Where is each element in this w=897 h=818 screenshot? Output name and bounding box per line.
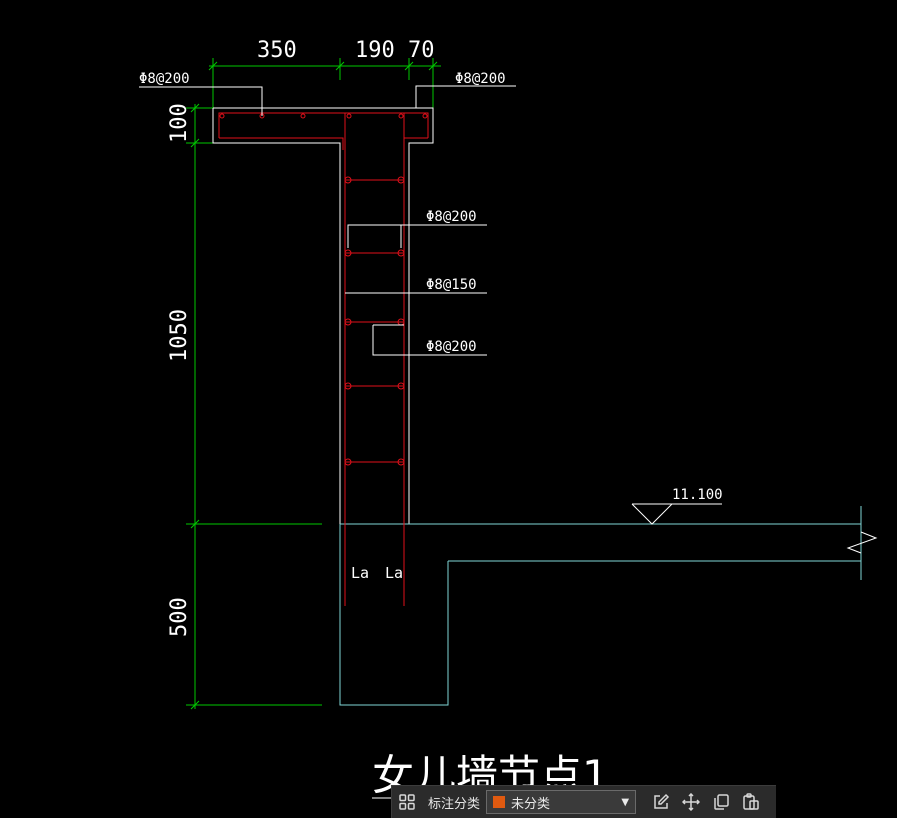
dimension-1050: 1050 (167, 309, 192, 362)
rebar-dot (300, 113, 306, 119)
rebar-dot (397, 249, 405, 257)
rebar-dot (397, 382, 405, 390)
category-dropdown[interactable]: 未分类 ▼ (486, 790, 637, 814)
category-label: 标注分类 (428, 795, 481, 811)
rebar-tag-mid-2: Φ8@150 (426, 277, 477, 293)
leader-top-left (139, 86, 263, 116)
annotation-toolbar: 标注分类 未分类 ▼ (391, 785, 776, 818)
top-dimension-tick (428, 61, 438, 71)
rebar-tag-mid-1: Φ8@200 (426, 209, 477, 225)
dimension-500: 500 (167, 597, 192, 637)
left-dimension-tick (190, 519, 200, 529)
parapet-outline (213, 107, 434, 524)
anchorage-label-right: La (385, 564, 403, 582)
rebar-dot (397, 458, 405, 466)
anchorage-label-left: La (351, 564, 369, 582)
paste-icon[interactable] (736, 787, 766, 817)
leader-mid-3 (372, 325, 487, 356)
rebar-dot (344, 458, 352, 466)
rebar-dot (397, 176, 405, 184)
rebar-dot (344, 382, 352, 390)
rebar-dot (344, 176, 352, 184)
break-symbol (846, 531, 878, 554)
rebar-dot (219, 113, 225, 119)
leader-lines (139, 85, 516, 356)
grid-icon[interactable] (392, 787, 422, 817)
rebar-tag-mid-3: Φ8@200 (426, 339, 477, 355)
rebar-dot (344, 249, 352, 257)
left-dimension-tick (190, 700, 200, 710)
leader-mid-1 (347, 224, 487, 248)
rebar-dot (398, 113, 404, 119)
slab-outline (339, 506, 878, 706)
rebar-tag-top-left: Φ8@200 (139, 71, 190, 87)
rebar-dot (346, 113, 352, 119)
rebar-group (218, 112, 429, 606)
elevation-value: 11.100 (672, 487, 723, 503)
top-slab-rebar (218, 112, 429, 138)
edit-icon[interactable] (646, 787, 676, 817)
copy-icon[interactable] (706, 787, 736, 817)
wall-below-outline (339, 524, 449, 706)
top-dimension-group (208, 58, 441, 108)
chevron-down-icon: ▼ (621, 796, 630, 808)
dimension-350: 350 (257, 38, 297, 63)
dimension-190: 190 (355, 38, 395, 63)
top-slab-rebar-inner (219, 137, 344, 150)
elevation-triangle (631, 503, 674, 525)
parapet-outline-left (212, 108, 341, 524)
top-dimension-tick (208, 61, 218, 71)
dimension-100: 100 (167, 103, 192, 143)
left-dimension-tick (190, 138, 200, 148)
top-dimension-tick (404, 61, 414, 71)
category-selected-value: 未分类 (511, 795, 551, 811)
left-dimension-tick (190, 103, 200, 113)
rebar-tag-top-right: Φ8@200 (455, 71, 506, 87)
left-dimension-group (186, 103, 322, 710)
elevation-mark (631, 503, 722, 525)
category-color-swatch (493, 796, 506, 808)
top-dimension-tick (335, 61, 345, 71)
rebar-dot (344, 318, 352, 326)
dimension-70: 70 (408, 38, 435, 63)
move-icon[interactable] (676, 787, 706, 817)
rebar-dot (422, 113, 428, 119)
leader-top-right (415, 85, 516, 108)
